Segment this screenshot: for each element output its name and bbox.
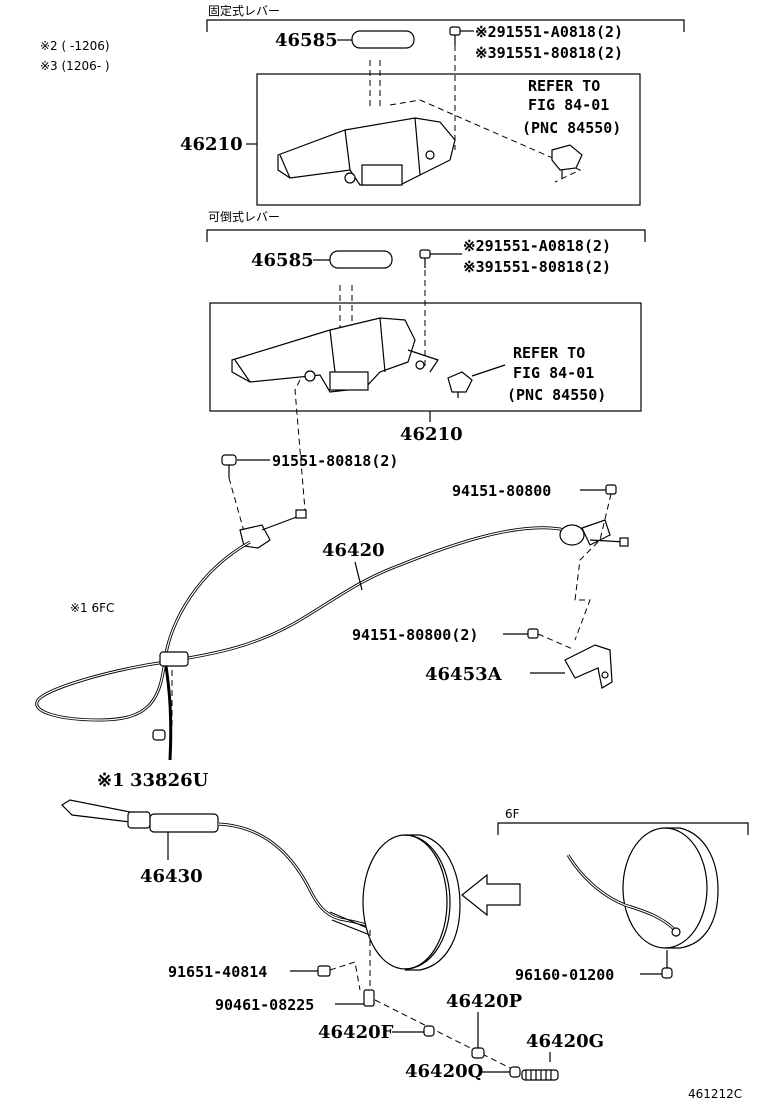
section-tilt-lever-label: 可倒式レバー (208, 210, 280, 224)
brake-drum-illustration (362, 834, 461, 971)
section-tilt-bracket (206, 229, 646, 242)
clip-icon-90461 (363, 989, 375, 1007)
part-94151-80800-2[interactable]: 94151-80800(2) (352, 626, 478, 644)
dash-nut2 (537, 633, 576, 651)
lever-grip-pad-tilt (329, 250, 393, 269)
bolt-icon-tilt (419, 249, 431, 268)
part-91651-40814[interactable]: 91651-40814 (168, 963, 267, 981)
part-46420[interactable]: 46420 (322, 540, 385, 561)
part-96160-01200[interactable]: 96160-01200 (515, 966, 614, 984)
parking-lever-illustration-fixed (277, 45, 582, 186)
switch-icon-fixed (551, 144, 583, 178)
plug-icon-96160 (661, 967, 673, 979)
part-33826u[interactable]: 33826U (130, 770, 209, 791)
section-fixed-bracket (206, 19, 685, 32)
refer-to-tilt-2: FIG 84-01 (513, 364, 594, 382)
part-46420g[interactable]: 46420G (526, 1031, 604, 1052)
note-2: ※2 ( -1206) (40, 39, 110, 53)
part-46430[interactable]: 46430 (140, 866, 203, 887)
bolt-icon-fixed (449, 26, 461, 45)
leader-46420 (354, 561, 363, 591)
refer-to-tilt-1: REFER TO (513, 344, 585, 362)
refer-to-fixed-3: (PNC 84550) (522, 119, 621, 137)
grommet-icon-46420f (423, 1025, 435, 1037)
part-46420p[interactable]: 46420P (446, 991, 523, 1012)
bolt-icon-91651 (317, 965, 331, 977)
part-91551-80818-tilt[interactable]: ※391551-80818(2) (463, 258, 611, 276)
direction-arrow-icon (461, 873, 521, 917)
part-91551-80818-cable[interactable]: 91551-80818(2) (272, 452, 398, 470)
part-90461-08225[interactable]: 90461-08225 (215, 996, 314, 1014)
dash-nut-to-bracket (574, 493, 612, 641)
dash-clip-to-spring (374, 999, 511, 1069)
section-6f-bracket (497, 822, 749, 835)
nut-icon-94151-2 (527, 628, 539, 639)
refer-to-fixed-1: REFER TO (528, 77, 600, 95)
part-46420f[interactable]: 46420F (318, 1022, 394, 1043)
lever-assembly-box-fixed (256, 73, 641, 206)
part-94151-80800[interactable]: 94151-80800 (452, 482, 551, 500)
part-46420q[interactable]: 46420Q (405, 1061, 483, 1082)
switch-icon-tilt (447, 364, 506, 398)
dash-bolt-to-bracket (228, 477, 246, 536)
refer-to-tilt-3: (PNC 84550) (507, 386, 606, 404)
parking-brake-cable-46420 (35, 526, 566, 761)
section-6f-label: 6F (505, 807, 520, 821)
section-fixed-lever-label: 固定式レバー (208, 3, 280, 18)
part-46453a[interactable]: 46453A (425, 664, 503, 685)
part-91551-a0818-tilt[interactable]: ※291551-A0818(2) (463, 237, 611, 255)
part-46210-fixed[interactable]: 46210 (180, 134, 243, 155)
part-46585-tilt[interactable]: 46585 (251, 250, 314, 271)
figure-id: 461212C (688, 1087, 742, 1101)
rear-brake-cable-46430 (61, 799, 416, 948)
bolt-icon-cable (221, 454, 237, 478)
part-91551-80818-fixed[interactable]: ※391551-80818(2) (475, 44, 623, 62)
part-46585-fixed[interactable]: 46585 (275, 30, 338, 51)
note-3: ※3 (1206- ) (40, 59, 110, 73)
note-1: ※1 6FC (70, 601, 114, 615)
washer-icon-46420q (509, 1066, 521, 1078)
lever-grip-pad-fixed (351, 30, 415, 49)
grommet-icon-33826u (152, 729, 166, 741)
spring-icon-46420g (521, 1069, 559, 1081)
parking-lever-illustration-tilt (231, 270, 439, 393)
grommet-icon-46420p (471, 1047, 485, 1059)
part-46210-tilt[interactable]: 46210 (400, 424, 463, 445)
part-91551-a0818-fixed[interactable]: ※291551-A0818(2) (475, 23, 623, 41)
dash-bolt-91651 (329, 961, 361, 991)
cable-support-bracket-46453a (564, 644, 613, 689)
dash-lever-to-cable (294, 379, 306, 511)
brake-drum-6f-illustration (566, 827, 719, 949)
nut-icon-94151 (605, 484, 617, 495)
part-33826u-prefix: ※1 (97, 770, 125, 791)
refer-to-fixed-2: FIG 84-01 (528, 96, 609, 114)
cable-rear-bracket (559, 519, 629, 547)
